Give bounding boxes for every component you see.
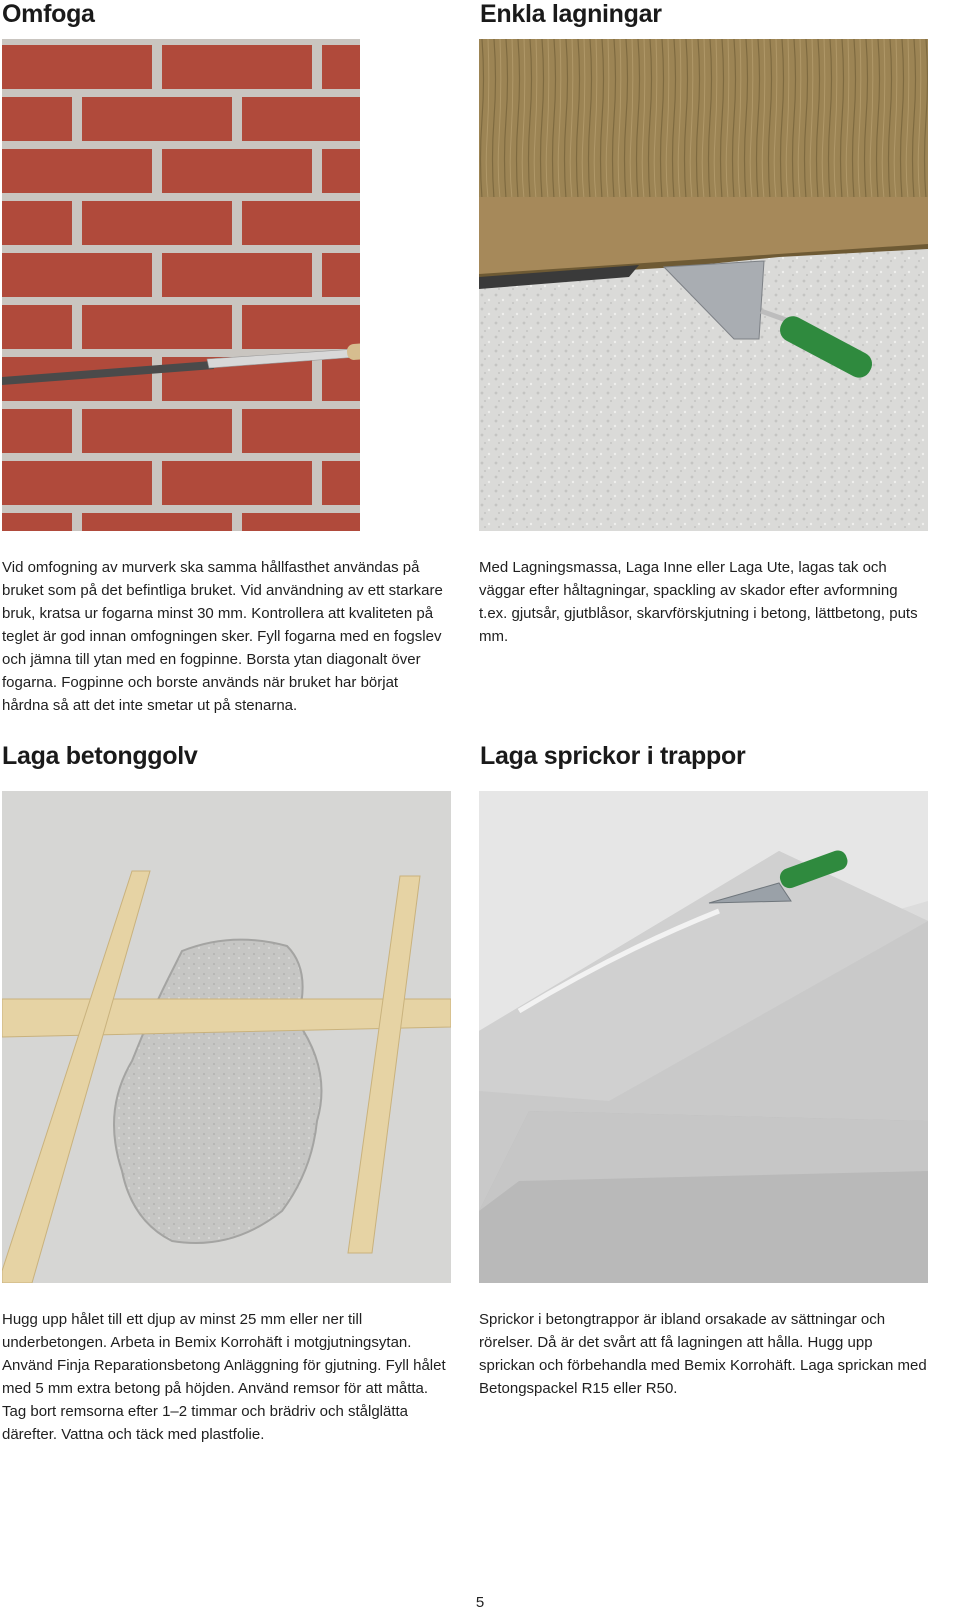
brick [82,201,232,245]
brick [82,305,232,349]
brick [242,513,360,531]
brick [322,149,360,193]
brick [2,149,152,193]
heading-omfoga: Omfoga [2,0,95,28]
brick [82,97,232,141]
brick [242,97,360,141]
brick [2,409,72,453]
brick [82,409,232,453]
text-laga-sprickor: Sprickor i betongtrappor är ibland orsak… [479,1311,927,1397]
brick-wall-illustration [2,39,360,531]
brick [82,513,232,531]
brick [242,305,360,349]
brick [2,461,152,505]
heading-laga-sprickor: Laga sprickor i trappor [480,742,746,770]
brick [2,201,72,245]
brick [242,201,360,245]
brick [2,513,72,531]
brick [322,253,360,297]
brick [2,305,72,349]
brick [322,45,360,89]
brick [2,97,72,141]
brick [162,45,312,89]
brick [162,149,312,193]
concrete-floor-illustration [2,791,451,1283]
brick [2,253,152,297]
brick [322,357,360,401]
heading-laga-betonggolv: Laga betonggolv [2,742,198,770]
text-omfoga: Vid omfogning av murverk ska samma hållf… [2,559,443,714]
concrete-stairs-illustration [479,791,928,1283]
brick [242,409,360,453]
text-enkla-lagningar: Med Lagningsmassa, Laga Inne eller Laga … [479,559,918,645]
brick [322,461,360,505]
page-number: 5 [475,1594,485,1611]
brick [2,45,152,89]
wall-patch-illustration [479,39,928,531]
text-laga-betonggolv: Hugg upp hålet till ett djup av minst 25… [2,1311,446,1443]
brick [162,461,312,505]
heading-enkla-lagningar: Enkla lagningar [480,0,662,28]
brick [162,253,312,297]
